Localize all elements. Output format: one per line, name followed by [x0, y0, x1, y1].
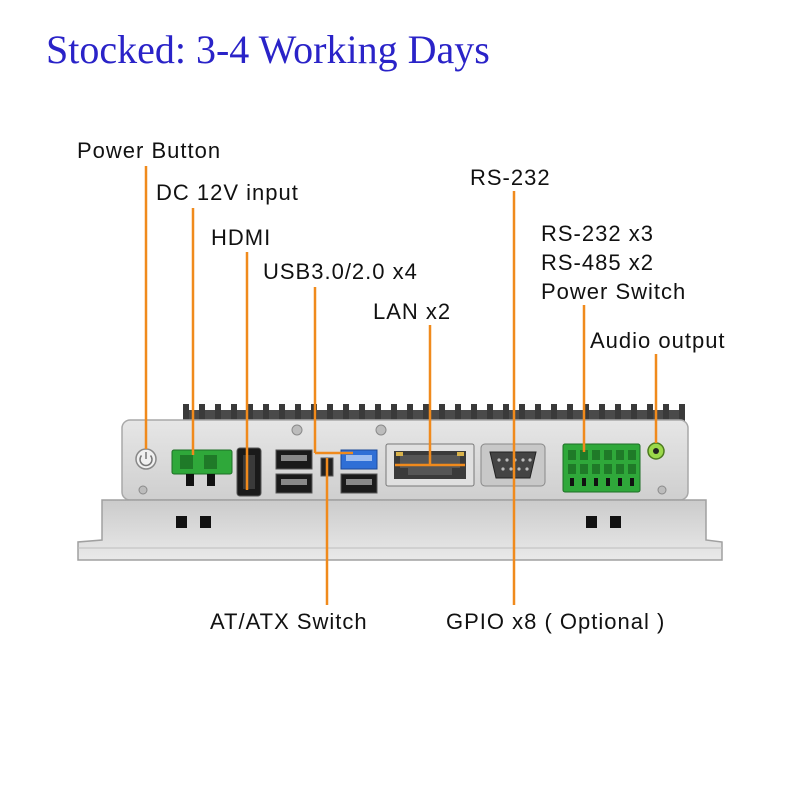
label-power-button: Power Button — [77, 138, 222, 163]
power-button-icon — [135, 448, 157, 470]
hdmi-port-icon — [236, 447, 262, 497]
label-usb: USB3.0/2.0 x4 — [263, 259, 418, 284]
label-at-atx-switch: AT/ATX Switch — [210, 609, 368, 634]
label-dc-input: DC 12V input — [156, 180, 299, 205]
mounting-holes — [176, 516, 621, 528]
label-lan: LAN x2 — [373, 299, 452, 324]
dc-input-terminal-icon — [171, 449, 233, 486]
stock-headline: Stocked: 3-4 Working Days — [46, 27, 490, 72]
cooling-fins — [183, 404, 685, 422]
usb-ports-icon — [275, 449, 378, 494]
label-audio-output: Audio output — [590, 328, 726, 353]
label-gpio: GPIO x8 ( Optional ) — [446, 609, 666, 634]
label-hdmi: HDMI — [211, 225, 272, 250]
label-power-switch: Power Switch — [541, 279, 687, 304]
serial-terminal-block-icon — [562, 443, 641, 493]
screws — [138, 424, 667, 495]
callout-leader-lines — [144, 166, 658, 605]
chassis-front-bezel — [77, 499, 723, 561]
label-rs232-x3: RS-232 x3 — [541, 221, 654, 246]
label-rs485-x2: RS-485 x2 — [541, 250, 654, 275]
audio-jack-icon — [647, 442, 665, 460]
label-rs232-top: RS-232 — [470, 165, 551, 190]
